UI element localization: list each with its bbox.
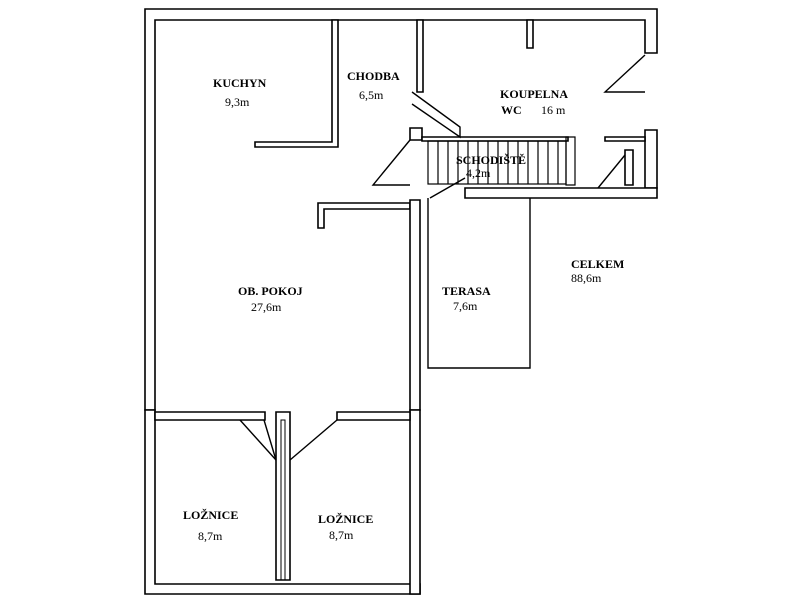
room-area-loznice-1: 8,7m <box>198 529 223 543</box>
room-name-kuchyn: KUCHYN <box>213 76 267 90</box>
room-area-terasa: 7,6m <box>453 299 478 313</box>
room-sub-koupelna: WC <box>501 103 522 117</box>
room-labels: KUCHYN 9,3m CHODBA 6,5m KOUPELNA WC 16 m… <box>183 69 624 543</box>
doors <box>239 54 646 461</box>
corridor-wall <box>409 127 423 141</box>
stairs-top-wall-right <box>604 136 646 142</box>
bath-inner-wall <box>565 136 576 186</box>
staircase <box>427 140 567 185</box>
door-stairs <box>371 139 411 186</box>
room-name-terasa: TERASA <box>442 284 491 298</box>
room-area-loznice-2: 8,7m <box>329 528 354 542</box>
room-area-chodba: 6,5m <box>359 88 384 102</box>
door-terasa <box>429 177 466 199</box>
bedroom-top-wall-left <box>154 411 266 421</box>
room-name-chodba: CHODBA <box>347 69 400 83</box>
bath-bottom-wall <box>464 187 658 199</box>
total-area: 88,6m <box>571 271 602 285</box>
room-area-ob-pokoj: 27,6m <box>251 300 282 314</box>
kitchen-wall-right <box>254 19 339 148</box>
walls <box>144 8 658 595</box>
outer-wall-right <box>644 129 658 189</box>
door-bedroom-2 <box>289 419 338 461</box>
stairs-frame <box>427 140 567 185</box>
door-chodba <box>411 91 461 139</box>
room-name-schodiste: SCHODIŠTĚ <box>456 153 526 167</box>
room-name-ob-pokoj: OB. POKOJ <box>238 284 303 298</box>
koupelna-wall-left <box>416 19 424 93</box>
door-bath-right <box>597 154 626 189</box>
door-bedroom-1 <box>263 419 277 461</box>
koupelna-inner-stub <box>526 19 534 49</box>
room-name-koupelna: KOUPELNA <box>500 87 568 101</box>
door-bedroom-1b <box>239 419 277 461</box>
room-name-loznice-1: LOŽNICE <box>183 508 238 522</box>
room-area-schodiste: 4,2m <box>466 166 491 180</box>
bedroom-divider <box>275 411 291 581</box>
room-name-loznice-2: LOŽNICE <box>318 512 373 526</box>
living-wall-stub <box>317 202 411 229</box>
room-area-kuchyn: 9,3m <box>225 95 250 109</box>
central-wall <box>409 199 421 411</box>
bath-wall-right-stub <box>624 149 634 186</box>
bedroom-divider-inner <box>280 419 286 581</box>
total-label: CELKEM <box>571 257 624 271</box>
door-koupelna <box>603 54 646 93</box>
central-wall-lower <box>409 409 421 595</box>
room-area-koupelna: 16 m <box>541 103 566 117</box>
bedroom-top-wall-right <box>336 411 411 421</box>
stairs-top-wall <box>421 136 569 142</box>
terasa-wall <box>427 198 531 369</box>
